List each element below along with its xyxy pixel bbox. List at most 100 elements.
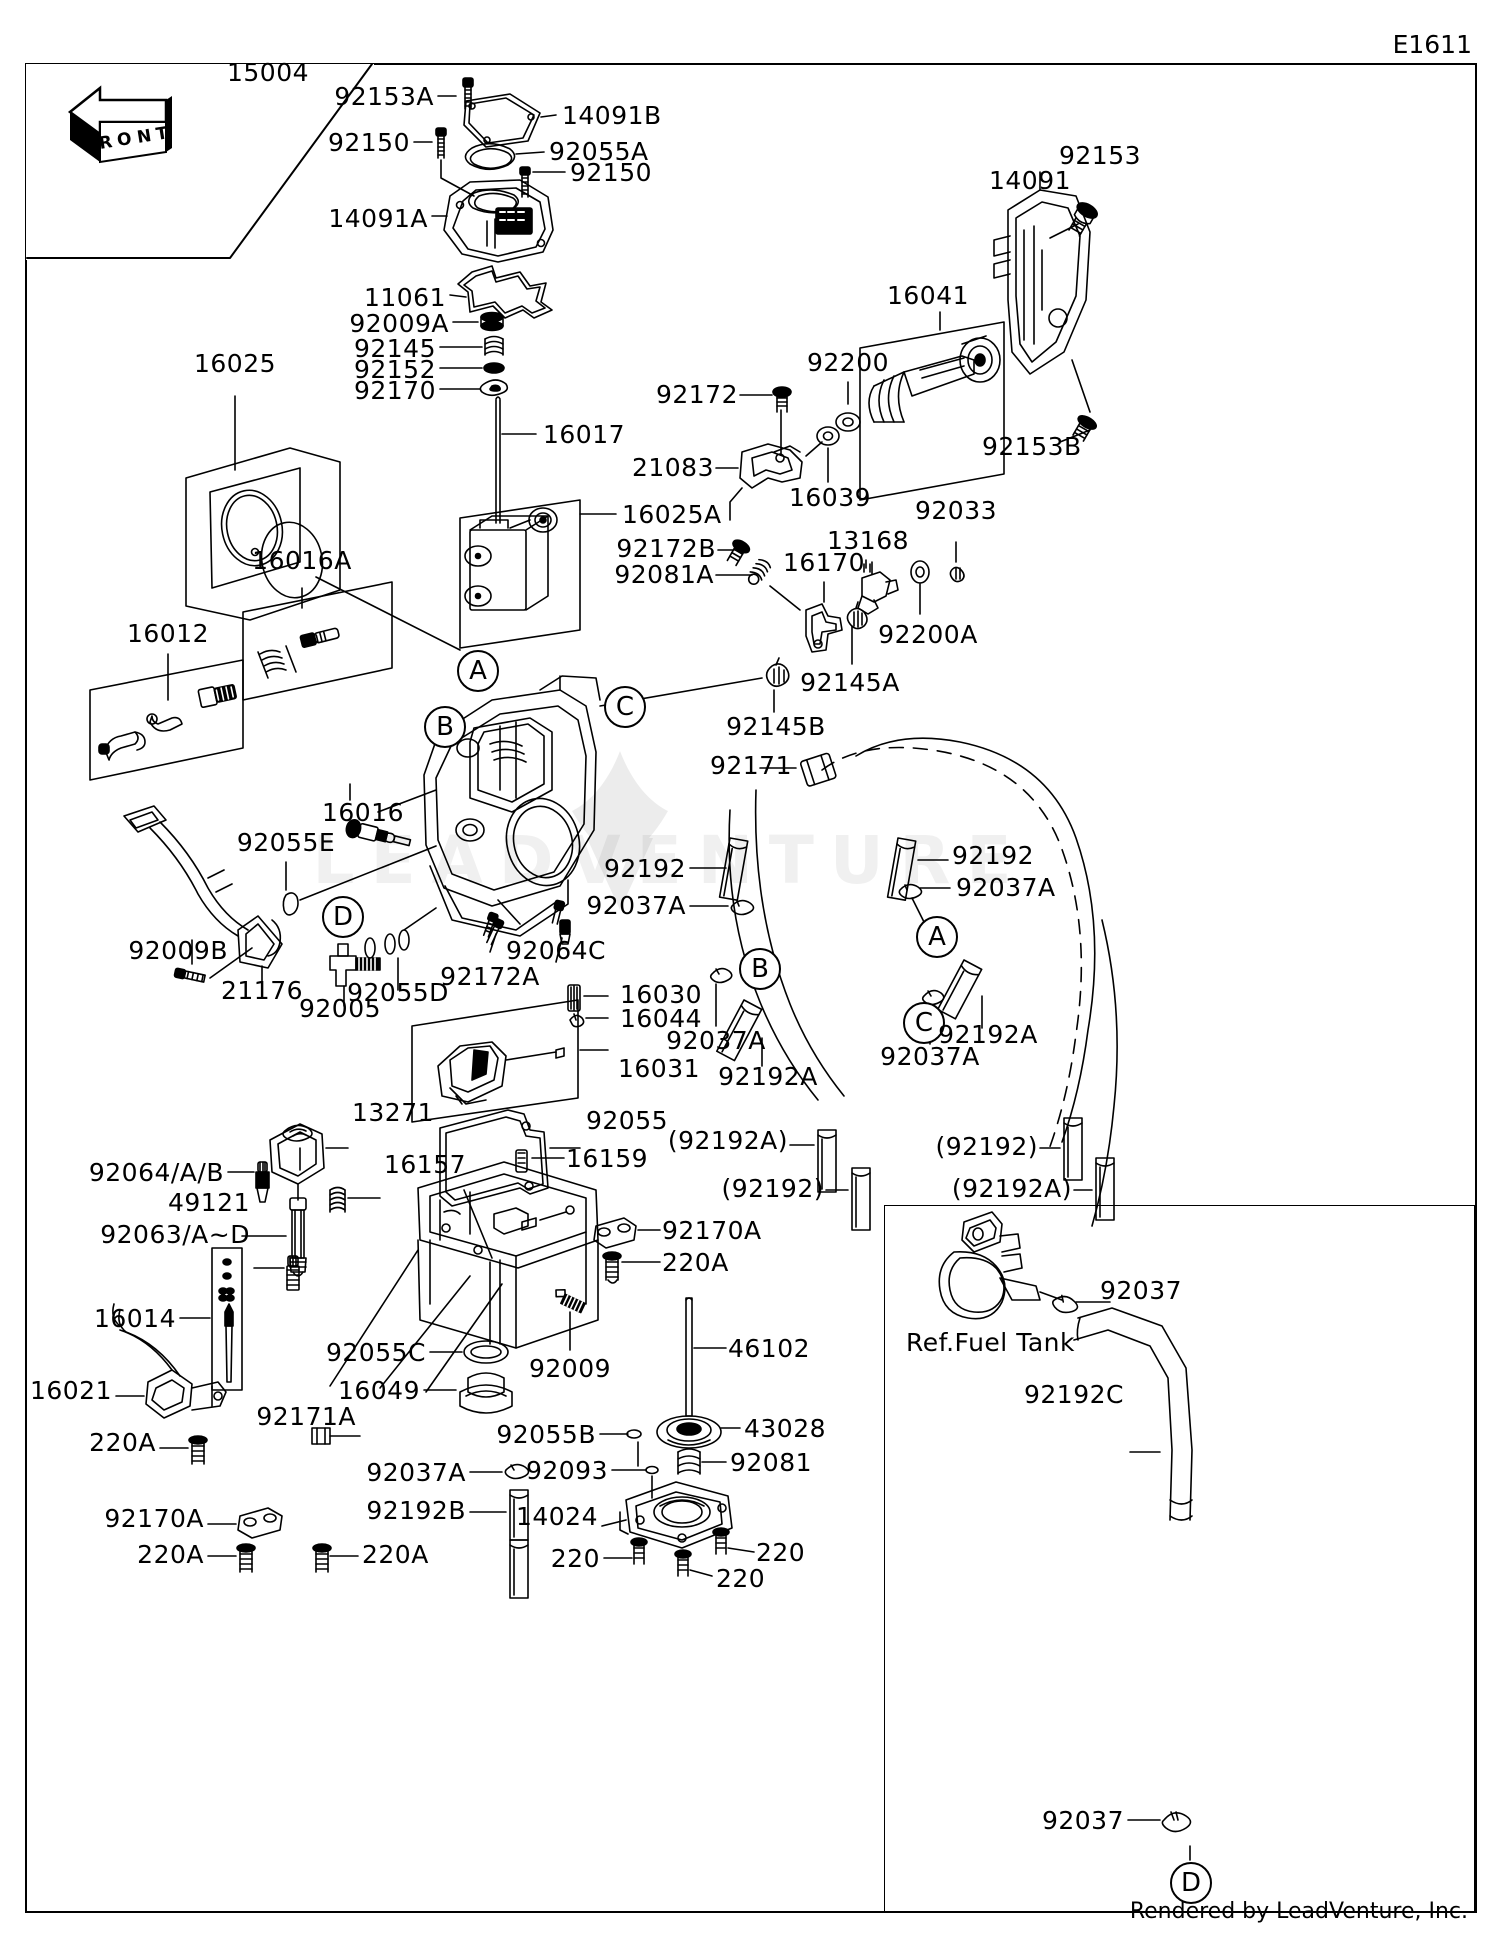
callout-92200: 92200 xyxy=(806,348,890,377)
callout-92037-inset-2: 92037 xyxy=(1041,1806,1124,1835)
callout-16030: 16030 xyxy=(620,980,703,1009)
callout-92037A-bottom: 92037A xyxy=(366,1458,466,1487)
callout-16170: 16170 xyxy=(782,548,866,577)
svg-text:T: T xyxy=(155,123,170,145)
callout-92037A-center: 92037A xyxy=(666,1026,766,1055)
callout-220A-right: 220A xyxy=(662,1248,729,1277)
callout-92200A: 92200A xyxy=(878,620,978,649)
callout-92192A-paren-2: (92192A) xyxy=(951,1174,1072,1203)
callout-92093: 92093 xyxy=(525,1456,608,1485)
callout-16039: 16039 xyxy=(788,483,872,512)
ref-fuel-tank-inset xyxy=(884,1205,1475,1912)
callout-220A-3: 220A xyxy=(362,1540,429,1569)
callout-92170A-left: 92170A xyxy=(104,1504,204,1533)
callout-92150-right: 92150 xyxy=(570,158,653,187)
callout-92037A-right-2: 92037A xyxy=(880,1042,980,1071)
callout-220A-2: 220A xyxy=(137,1540,204,1569)
callout-92037-inset: 92037 xyxy=(1100,1276,1183,1305)
callout-220A-1: 220A xyxy=(89,1428,156,1457)
callout-16014: 16014 xyxy=(93,1304,176,1333)
callout-92152: 92152 xyxy=(353,355,436,384)
callout-16041: 16041 xyxy=(886,281,970,310)
callout-92037A-mid: 92037A xyxy=(586,891,686,920)
callout-220-c: 220 xyxy=(756,1538,806,1567)
callout-220-a: 220 xyxy=(550,1544,600,1573)
callout-92172A: 92172A xyxy=(440,962,540,991)
callout-92192A-paren-1: (92192A) xyxy=(667,1126,788,1155)
callout-92192-right: 92192 xyxy=(952,841,1035,870)
callout-16049: 16049 xyxy=(337,1376,420,1405)
callout-92064C: 92064C xyxy=(506,936,606,965)
callout-92192-paren-2: (92192) xyxy=(935,1132,1038,1161)
callout-14024: 14024 xyxy=(515,1502,598,1531)
callout-92055A: 92055A xyxy=(549,137,649,166)
svg-text:O: O xyxy=(116,129,133,151)
callout-13168: 13168 xyxy=(826,526,910,555)
callout-92081: 92081 xyxy=(730,1448,813,1477)
callout-92192-mid: 92192 xyxy=(603,854,686,883)
callout-220-b: 220 xyxy=(716,1564,766,1593)
diagram-code: E1611 xyxy=(1392,30,1472,59)
callout-21083: 21083 xyxy=(631,453,714,482)
callout-16025A: 16025A xyxy=(622,500,722,529)
callout-92009-bottom: 92009 xyxy=(528,1354,612,1383)
callout-92037A-right: 92037A xyxy=(956,873,1056,902)
callout-92145B: 92145B xyxy=(726,712,826,741)
callout-21176: 21176 xyxy=(220,976,304,1005)
callout-92145A: 92145A xyxy=(800,668,900,697)
callout-92081A: 92081A xyxy=(614,560,714,589)
callout-92192A-mid: 92192A xyxy=(718,1062,818,1091)
ref-letter-c-main: C xyxy=(604,686,646,728)
callout-92033: 92033 xyxy=(914,496,998,525)
svg-text:N: N xyxy=(136,126,153,148)
render-credit: Rendered by LeadVenture, Inc. xyxy=(1129,1899,1468,1924)
ref-letter-d-inset: D xyxy=(1170,1862,1212,1904)
callout-92171: 92171 xyxy=(709,751,792,780)
callout-92005: 92005 xyxy=(298,994,382,1023)
callout-92192A-right: 92192A xyxy=(938,1020,1038,1049)
callout-92192B: 92192B xyxy=(366,1496,466,1525)
callout-92055D: 92055D xyxy=(347,978,449,1007)
callout-92153: 92153 xyxy=(1058,141,1142,170)
callout-92009B: 92009B xyxy=(128,936,228,965)
callout-92055C: 92055C xyxy=(326,1338,426,1367)
callout-92171A: 92171A xyxy=(256,1402,356,1431)
callout-92055B: 92055B xyxy=(496,1420,596,1449)
callout-16016: 16016 xyxy=(321,798,404,827)
callout-92153A: 92153A xyxy=(334,82,434,111)
callout-16016A: 16016A xyxy=(252,546,352,575)
callout-92192-paren-1: (92192) xyxy=(721,1174,824,1203)
callout-92172B: 92172B xyxy=(616,534,716,563)
callout-92145: 92145 xyxy=(353,334,436,363)
callout-16044: 16044 xyxy=(620,1004,703,1033)
ref-letter-d-main: D xyxy=(322,896,364,938)
callout-16157: 16157 xyxy=(384,1150,467,1179)
svg-text:F: F xyxy=(80,133,95,155)
callout-16031: 16031 xyxy=(618,1054,701,1083)
callout-92170: 92170 xyxy=(353,376,436,405)
callout-15004: 15004 xyxy=(226,58,310,87)
front-direction-marker: F R O N T xyxy=(67,85,172,164)
callout-92009A: 92009A xyxy=(349,309,449,338)
callout-49121: 49121 xyxy=(167,1188,250,1217)
callout-92172: 92172 xyxy=(655,380,738,409)
callout-92063-a-d: 92063/A~D xyxy=(100,1220,250,1249)
callout-92064-a-b: 92064/A/B xyxy=(88,1158,224,1187)
callout-11061: 11061 xyxy=(363,283,446,312)
callout-16159: 16159 xyxy=(566,1144,649,1173)
callout-13271: 13271 xyxy=(352,1098,435,1127)
ref-fuel-tank-label: Ref.Fuel Tank xyxy=(906,1328,1075,1357)
callout-92170A-right: 92170A xyxy=(662,1216,762,1245)
callout-16021: 16021 xyxy=(29,1376,112,1405)
callout-92055E: 92055E xyxy=(236,828,336,857)
callout-46102: 46102 xyxy=(728,1334,811,1363)
callout-92192C: 92192C xyxy=(1024,1380,1124,1409)
callout-14091: 14091 xyxy=(988,166,1072,195)
callout-43028: 43028 xyxy=(744,1414,827,1443)
callout-14091B: 14091B xyxy=(562,101,662,130)
callout-92055: 92055 xyxy=(586,1106,669,1135)
callout-14091A: 14091A xyxy=(328,204,428,233)
callout-92150-left: 92150 xyxy=(327,128,410,157)
ref-letter-a-hose: A xyxy=(916,916,958,958)
ref-letter-b-hose: B xyxy=(739,948,781,990)
